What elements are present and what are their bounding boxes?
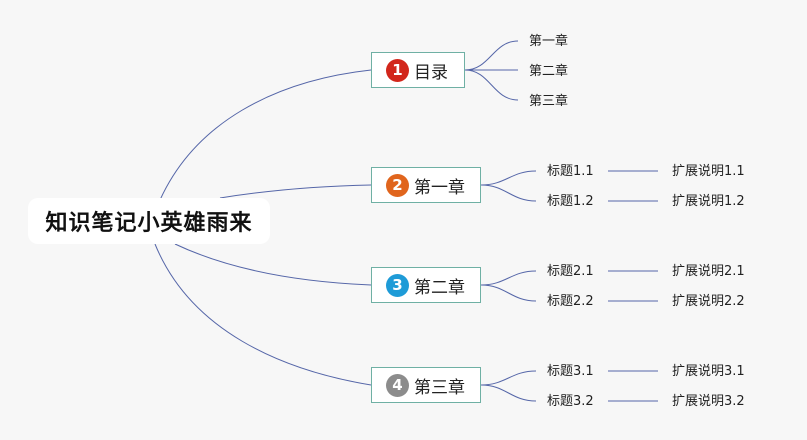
branch-topic-chapter-3[interactable]: 4 第三章: [371, 367, 481, 403]
connector-branch-to-subtopic: [464, 40, 519, 71]
root-topic-label: 知识笔记小英雄雨来: [45, 211, 253, 236]
branch-topic-chapter-2[interactable]: 3 第二章: [371, 267, 481, 303]
extension-note[interactable]: 扩展说明2.1: [672, 264, 745, 279]
branch-topic-chapter-1[interactable]: 2 第一章: [371, 167, 481, 203]
connector-root-to-branch: [154, 243, 372, 386]
subtopic-label[interactable]: 标题3.2: [547, 394, 594, 409]
connector-branch-to-subtopic: [480, 184, 537, 202]
connector-branch-to-subtopic: [480, 370, 537, 386]
connector-root-to-branch: [154, 69, 372, 213]
extension-note[interactable]: 扩展说明3.1: [672, 364, 745, 379]
number-1-icon: 1: [386, 58, 409, 82]
extension-note[interactable]: 扩展说明1.1: [672, 164, 745, 179]
connector-branch-to-subtopic: [480, 270, 537, 286]
connector-branch-to-subtopic: [480, 284, 537, 302]
connector-root-to-branch: [174, 243, 372, 286]
extension-note[interactable]: 扩展说明3.2: [672, 394, 745, 409]
subtopic-label[interactable]: 标题2.2: [547, 294, 594, 309]
subtopic-label[interactable]: 第一章: [529, 34, 569, 49]
branch-topic-label: 第二章: [414, 277, 465, 298]
subtopic-label[interactable]: 标题3.1: [547, 364, 594, 379]
branch-topic-label: 目录: [414, 62, 448, 83]
number-3-icon: 3: [386, 273, 409, 297]
branch-topic-label: 第一章: [414, 177, 465, 198]
subtopic-label[interactable]: 标题1.1: [547, 164, 594, 179]
subtopic-label[interactable]: 第二章: [529, 64, 569, 79]
branch-topic-label: 第三章: [414, 377, 465, 398]
subtopic-label[interactable]: 标题2.1: [547, 264, 594, 279]
connector-root-to-branch: [219, 184, 372, 199]
branch-topic-contents[interactable]: 1 目录: [371, 52, 465, 88]
connector-branch-to-subtopic: [480, 170, 537, 186]
number-4-icon: 4: [386, 373, 409, 397]
number-2-icon: 2: [386, 173, 409, 197]
extension-note[interactable]: 扩展说明2.2: [672, 294, 745, 309]
connector-branch-to-subtopic: [480, 384, 537, 402]
subtopic-label[interactable]: 标题1.2: [547, 194, 594, 209]
subtopic-label[interactable]: 第三章: [529, 94, 569, 109]
extension-note[interactable]: 扩展说明1.2: [672, 194, 745, 209]
root-topic[interactable]: 知识笔记小英雄雨来: [28, 198, 270, 244]
connector-branch-to-subtopic: [464, 69, 519, 101]
